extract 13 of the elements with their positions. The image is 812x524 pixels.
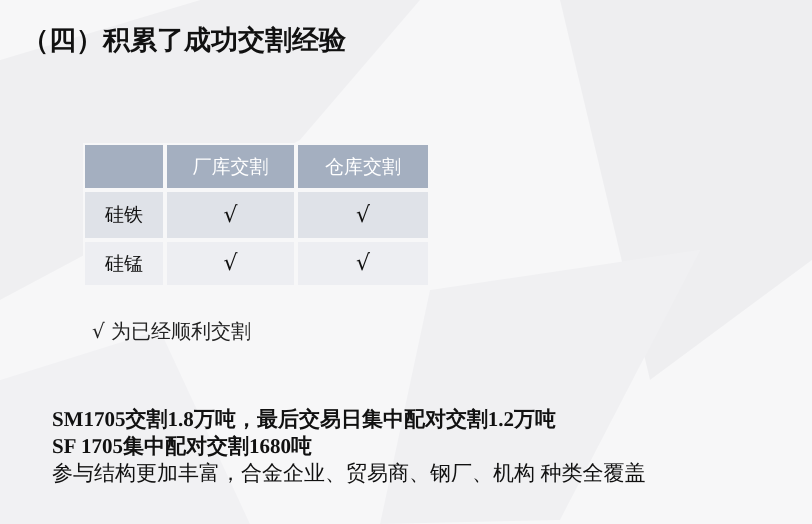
column-header: 仓库交割: [296, 143, 430, 190]
row-header: 硅铁: [83, 190, 165, 240]
legend-note: √ 为已经顺利交割: [92, 318, 252, 344]
check-cell: √: [165, 190, 296, 240]
title: （四）积累了成功交割经验: [22, 24, 346, 58]
check-cell: √: [296, 240, 430, 287]
note-text: SM1705交割1.8万吨，最后交易日集中配对交割1.2万吨: [52, 406, 556, 432]
note-text: SF 1705集中配对交割1680吨: [52, 433, 312, 459]
check-cell: √: [296, 190, 430, 240]
row-header: 硅锰: [83, 240, 165, 287]
column-header: 厂库交割: [165, 143, 296, 190]
note-text: 参与结构更加丰富，合金企业、贸易商、钢厂、机构 种类全覆盖: [52, 460, 646, 486]
check-cell: √: [165, 240, 296, 287]
